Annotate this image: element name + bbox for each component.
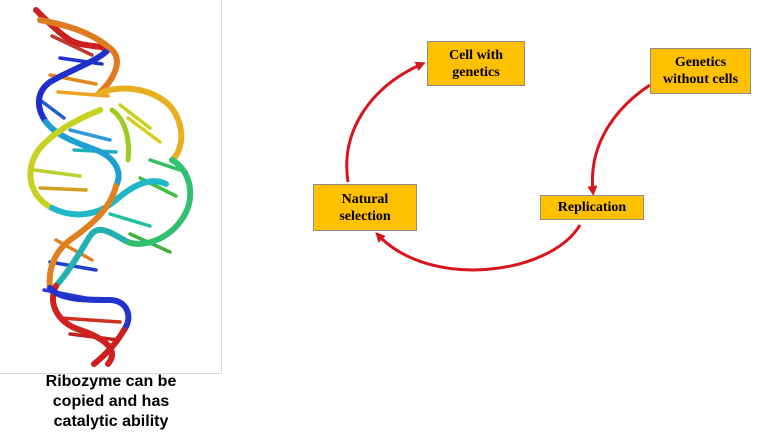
ribozyme-ribbon-illustration: [27, 7, 194, 367]
node-genetics-without-cells-line-1: Genetics: [674, 55, 727, 70]
node-replication-label: Replication: [557, 200, 627, 215]
arrow-genetics-to-replication: [587, 83, 651, 196]
arrow-natural-selection-to-cell: [345, 61, 426, 183]
caption-line-2: copied and has: [52, 393, 170, 410]
ribozyme-caption: Ribozyme can be copied and has catalytic…: [0, 372, 222, 432]
node-cell-with-genetics-line-2: genetics: [452, 64, 500, 80]
node-cell-with-genetics-line-1: Cell with: [448, 47, 504, 63]
arrow-replication-to-natural-selection: [375, 224, 582, 272]
node-natural-selection: Natural selection: [313, 184, 417, 231]
ribozyme-structure-image: [0, 0, 222, 374]
caption-line-3: catalytic ability: [53, 413, 169, 430]
node-replication: Replication: [540, 195, 644, 220]
node-natural-selection-line-1: Natural: [341, 191, 389, 207]
node-natural-selection-line-2: selection: [339, 208, 391, 224]
caption-line-1: Ribozyme can be: [45, 373, 177, 390]
node-genetics-without-cells-line-2: without cells: [662, 72, 739, 87]
node-genetics-without-cells: Genetics without cells: [650, 48, 751, 94]
node-cell-with-genetics: Cell with genetics: [427, 41, 525, 86]
